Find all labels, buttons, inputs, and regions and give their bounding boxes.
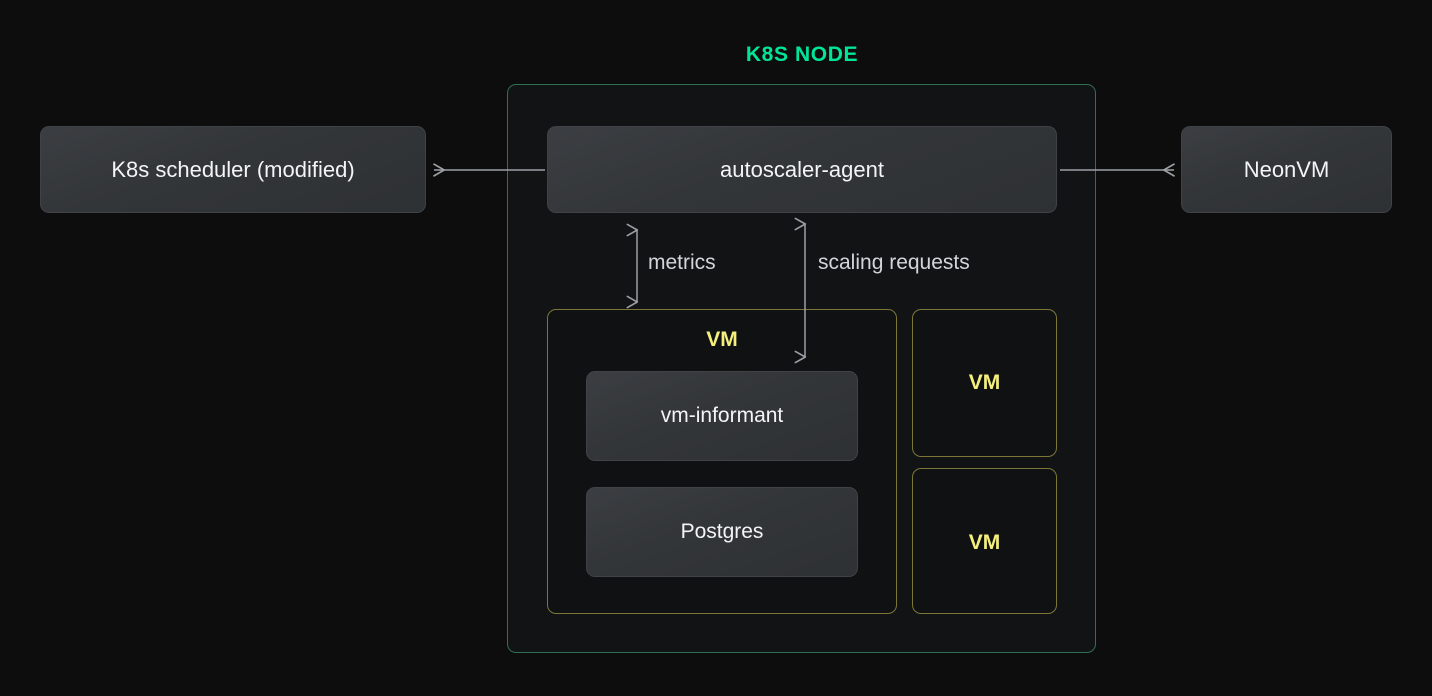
neonvm-box[interactable]: NeonVM [1181,126,1392,213]
autoscaler-agent-box[interactable]: autoscaler-agent [547,126,1057,213]
k8s-scheduler-box[interactable]: K8s scheduler (modified) [40,126,426,213]
vm-container-secondary-1 [912,309,1057,457]
metrics-label: metrics [648,251,716,274]
postgres-box[interactable]: Postgres [586,487,858,577]
vm-main-label: VM [706,328,738,351]
vm-container-secondary-2 [912,468,1057,614]
vm-secondary-2-label: VM [968,531,1001,554]
scaling-requests-label: scaling requests [818,251,970,274]
page-title: K8S NODE [745,43,859,66]
vm-informant-box[interactable]: vm-informant [586,371,858,461]
vm-secondary-1-label: VM [968,371,1001,394]
